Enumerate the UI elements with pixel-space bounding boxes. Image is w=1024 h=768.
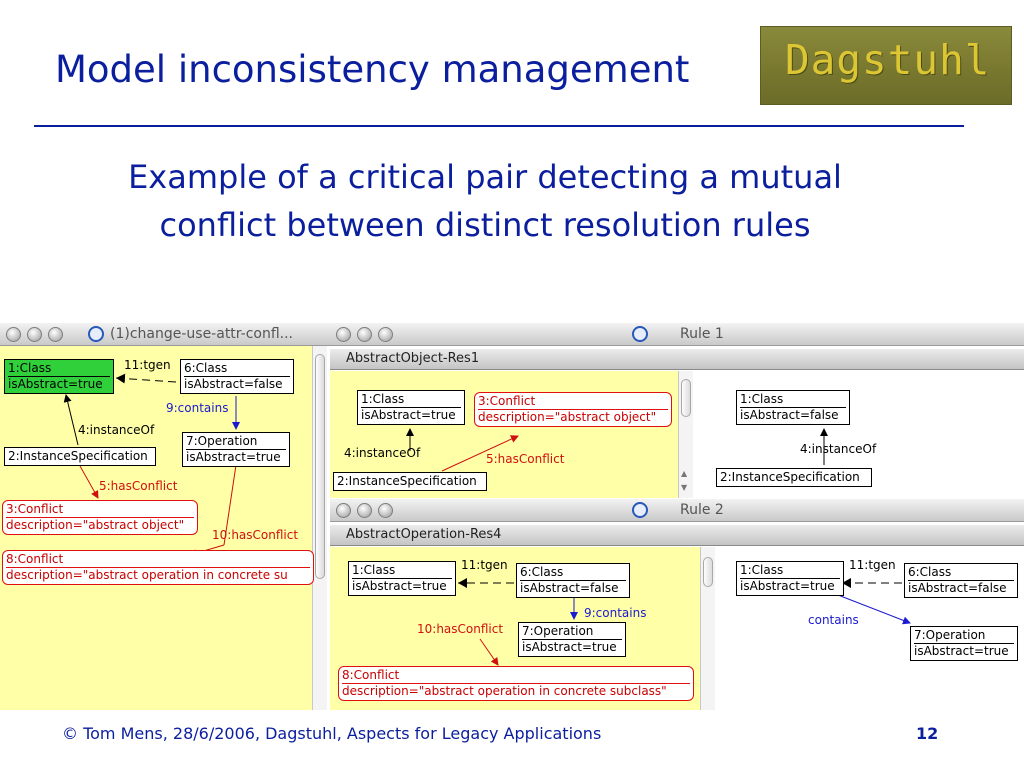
scroll-down-arrow-icon[interactable]: ▼: [681, 483, 688, 492]
instance2-node[interactable]: 2:InstanceSpecification: [4, 447, 156, 466]
instanceof-label: 4:instanceOf: [78, 423, 155, 437]
rule2-rhs-tgen-label: 11:tgen: [849, 558, 896, 572]
rule2-lhs-tgen-label: 11:tgen: [461, 558, 508, 572]
scrollbar-thumb[interactable]: [681, 379, 691, 417]
agg-app-icon: [88, 326, 104, 342]
title-divider: [34, 125, 964, 127]
agg-app-icon: [632, 326, 648, 342]
window-title: (1)change-use-attr-confl...: [110, 326, 294, 342]
agg-app-icon: [632, 502, 648, 518]
rule1-title: Rule 1: [680, 326, 724, 342]
hasconflict5-label: 5:hasConflict: [99, 479, 178, 493]
rule1-lhs-instance2-node[interactable]: 2:InstanceSpecification: [333, 472, 487, 491]
close-button[interactable]: [336, 503, 351, 518]
minimize-button[interactable]: [27, 327, 42, 342]
rule2-titlebar[interactable]: Rule 2: [330, 499, 1024, 522]
rule2-lhs-contains-label: 9:contains: [584, 606, 647, 620]
scroll-up-arrow-icon[interactable]: ▲: [681, 469, 688, 478]
rule2-title: Rule 2: [680, 502, 724, 518]
rule1-rhs-instance2-node[interactable]: 2:InstanceSpecification: [716, 468, 872, 487]
rule1-lhs-instanceof-label: 4:instanceOf: [344, 446, 421, 460]
tgen-label: 11:tgen: [124, 358, 171, 372]
rule2-name-bar: AbstractOperation-Res4: [330, 525, 1024, 546]
rule2-edges: [458, 578, 911, 666]
minimize-button[interactable]: [357, 503, 372, 518]
page-number: 12: [916, 724, 939, 743]
slide-subtitle: Example of a critical pair detecting a m…: [40, 153, 930, 249]
window-controls: [336, 503, 399, 522]
slide-title: Model inconsistency management: [55, 48, 690, 91]
close-button[interactable]: [6, 327, 21, 342]
zoom-button[interactable]: [378, 327, 393, 342]
rule1-rhs-instanceof-label: 4:instanceOf: [800, 442, 877, 456]
vertical-scrollbar[interactable]: [312, 346, 327, 710]
rule2-window: Rule 2 AbstractOperation-Res4 ▲ ▼ 1:Clas…: [330, 499, 1024, 710]
window-controls: [6, 327, 69, 346]
zoom-button[interactable]: [48, 327, 63, 342]
rule2-lhs-hasconflict-label: 10:hasConflict: [417, 622, 504, 636]
contains-label: 9:contains: [166, 401, 229, 415]
window-controls: [336, 327, 399, 346]
rule1-name: AbstractObject-Res1: [346, 351, 480, 366]
slide-footer: © Tom Mens, 28/6/2006, Dagstuhl, Aspects…: [62, 724, 602, 743]
dagstuhl-logo: Dagstuhl: [760, 26, 1012, 105]
rule1-lhs-scrollbar[interactable]: ▲ ▼: [678, 371, 693, 498]
rule2-name: AbstractOperation-Res4: [346, 527, 502, 542]
subtitle-line-2: conflict between distinct resolution rul…: [159, 206, 811, 244]
close-button[interactable]: [336, 327, 351, 342]
scrollbar-thumb[interactable]: [315, 354, 325, 579]
hasconflict10-label: 10:hasConflict: [212, 528, 299, 542]
scrollbar-thumb[interactable]: [703, 557, 713, 587]
rule1-edges: [406, 428, 828, 472]
rule2-lhs-scrollbar[interactable]: ▲ ▼: [700, 547, 715, 710]
subtitle-line-1: Example of a critical pair detecting a m…: [128, 158, 842, 196]
minimize-button[interactable]: [357, 327, 372, 342]
rule1-titlebar[interactable]: Rule 1: [330, 323, 1024, 346]
rule1-name-bar: AbstractObject-Res1: [330, 349, 1024, 370]
rule1-lhs-hasconflict-label: 5:hasConflict: [486, 452, 565, 466]
critical-pair-titlebar[interactable]: (1)change-use-attr-confl...: [0, 323, 330, 346]
zoom-button[interactable]: [378, 503, 393, 518]
rule2-rhs-contains-label: contains: [808, 613, 859, 627]
